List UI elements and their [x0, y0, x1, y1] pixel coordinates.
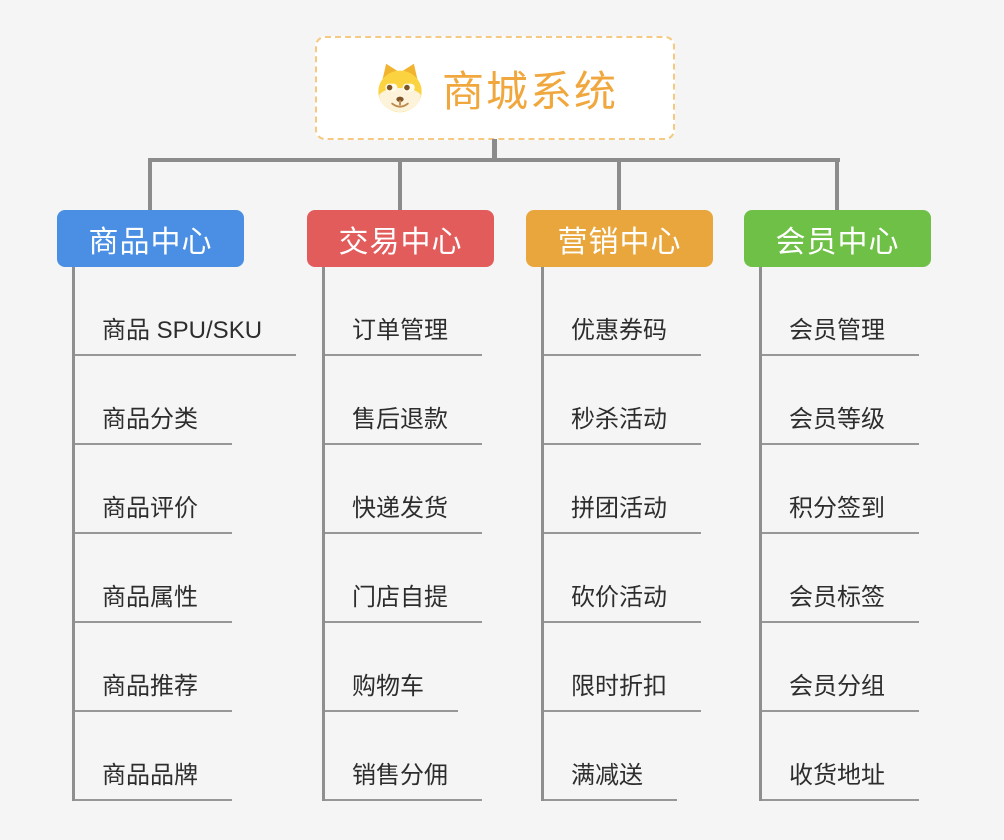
mindmap-item[interactable]: 秒杀活动	[544, 356, 787, 445]
mindmap-item[interactable]: 优惠券码	[544, 267, 787, 356]
connector-drop-trade	[398, 158, 402, 211]
branch-column-marketing: 优惠券码 秒杀活动 拼团活动 砍价活动 限时折扣 满减送	[541, 267, 787, 801]
mindmap-item[interactable]: 售后退款	[325, 356, 568, 445]
branch-header-marketing[interactable]: 营销中心	[526, 210, 713, 267]
mindmap-item[interactable]: 收货地址	[762, 712, 1004, 801]
item-label: 商品评价	[75, 488, 232, 534]
item-label: 限时折扣	[544, 666, 701, 712]
doge-icon	[378, 63, 422, 113]
item-label: 门店自提	[325, 577, 482, 623]
root-node[interactable]: 商城系统	[315, 36, 675, 140]
mindmap-item[interactable]: 销售分佣	[325, 712, 568, 801]
connector-drop-products	[148, 158, 152, 211]
connector-drop-members	[835, 158, 839, 211]
mindmap-item[interactable]: 拼团活动	[544, 445, 787, 534]
branch-header-products[interactable]: 商品中心	[57, 210, 244, 267]
mindmap-item[interactable]: 商品属性	[75, 534, 318, 623]
branch-header-trade[interactable]: 交易中心	[307, 210, 494, 267]
item-label: 商品品牌	[75, 755, 232, 801]
item-label: 快递发货	[325, 488, 482, 534]
branch-column-members: 会员管理 会员等级 积分签到 会员标签 会员分组 收货地址	[759, 267, 1004, 801]
mindmap-item[interactable]: 商品评价	[75, 445, 318, 534]
item-label: 秒杀活动	[544, 399, 701, 445]
connector-bus	[148, 158, 840, 162]
mindmap-item[interactable]: 满减送	[544, 712, 787, 801]
item-label: 砍价活动	[544, 577, 701, 623]
mindmap-item[interactable]: 门店自提	[325, 534, 568, 623]
item-label: 商品分类	[75, 399, 232, 445]
branch-header-members[interactable]: 会员中心	[744, 210, 931, 267]
item-label: 订单管理	[325, 310, 482, 356]
item-label: 优惠券码	[544, 310, 701, 356]
connector-drop-marketing	[617, 158, 621, 211]
item-label: 收货地址	[762, 755, 919, 801]
branch-column-products: 商品 SPU/SKU 商品分类 商品评价 商品属性 商品推荐 商品品牌	[72, 267, 318, 801]
item-label: 积分签到	[762, 488, 919, 534]
mindmap-item[interactable]: 快递发货	[325, 445, 568, 534]
item-label: 售后退款	[325, 399, 482, 445]
item-label: 商品推荐	[75, 666, 232, 712]
connector-root-stub	[492, 139, 497, 162]
item-label: 商品属性	[75, 577, 232, 623]
item-label: 购物车	[325, 666, 458, 712]
mindmap-item[interactable]: 商品分类	[75, 356, 318, 445]
item-label: 会员管理	[762, 310, 919, 356]
mindmap-item[interactable]: 商品推荐	[75, 623, 318, 712]
mindmap-item[interactable]: 会员分组	[762, 623, 1004, 712]
item-label: 销售分佣	[325, 755, 482, 801]
mindmap-item[interactable]: 商品 SPU/SKU	[75, 267, 318, 356]
root-title: 商城系统	[441, 67, 618, 115]
mindmap-item[interactable]: 砍价活动	[544, 534, 787, 623]
mindmap-item[interactable]: 购物车	[325, 623, 568, 712]
item-label: 会员分组	[762, 666, 919, 712]
item-label: 会员标签	[762, 577, 919, 623]
mindmap-item[interactable]: 会员管理	[762, 267, 1004, 356]
mindmap-item[interactable]: 限时折扣	[544, 623, 787, 712]
mindmap-item[interactable]: 会员标签	[762, 534, 1004, 623]
mindmap-item[interactable]: 商品品牌	[75, 712, 318, 801]
item-label: 商品 SPU/SKU	[75, 310, 297, 356]
mindmap-item[interactable]: 积分签到	[762, 445, 1004, 534]
item-label: 满减送	[544, 755, 677, 801]
item-label: 会员等级	[762, 399, 919, 445]
mindmap-item[interactable]: 会员等级	[762, 356, 1004, 445]
item-label: 拼团活动	[544, 488, 701, 534]
mindmap-item[interactable]: 订单管理	[325, 267, 568, 356]
branch-column-trade: 订单管理 售后退款 快递发货 门店自提 购物车 销售分佣	[322, 267, 568, 801]
